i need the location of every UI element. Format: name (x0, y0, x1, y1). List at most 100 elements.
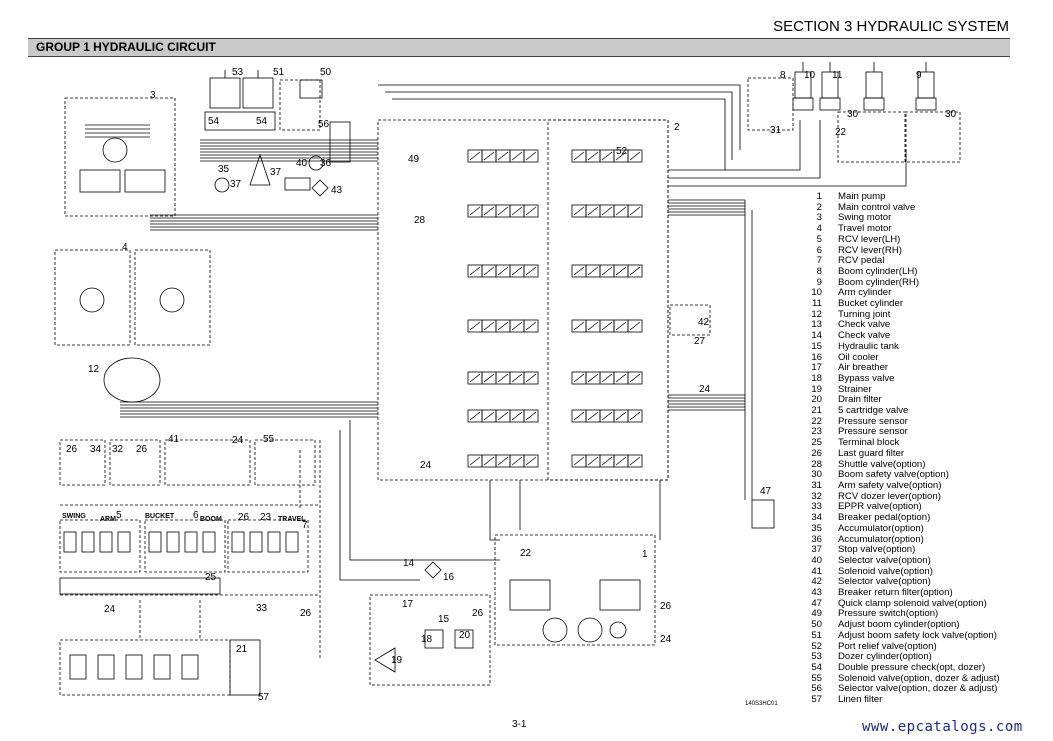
hydraulic-line (587, 456, 599, 466)
hydraulic-line (601, 411, 613, 421)
rcv-valve (184, 531, 198, 553)
legend-number: 26 (811, 447, 822, 459)
travel-motor-left (54, 249, 131, 346)
hydraulic-line (469, 206, 481, 216)
hydraulic-line (629, 206, 641, 216)
component-label: 35 (218, 164, 230, 175)
legend-label: Breaker return filter(option) (838, 587, 953, 599)
hydraulic-line (469, 266, 481, 276)
hydraulic-line (483, 373, 495, 383)
valve-spool-cell (523, 409, 539, 423)
legend-number: 56 (811, 683, 822, 695)
hydraulic-line (483, 411, 495, 421)
component-label: 36 (320, 158, 332, 169)
pump-regulator (509, 579, 551, 611)
hydraulic-line (525, 206, 537, 216)
hydraulic-line (615, 151, 627, 161)
hydraulic-line (629, 151, 641, 161)
legend-number: 23 (811, 426, 822, 438)
legend-label: Travel motor (838, 223, 892, 235)
component-label: 1 (642, 549, 648, 560)
hydraulic-line (497, 266, 509, 276)
function-label: BUCKET (145, 513, 175, 520)
component-label: 53 (232, 67, 244, 78)
cylinder-head (863, 97, 885, 111)
legend-label: Arm safety valve(option) (838, 479, 942, 491)
rcv-valve (202, 531, 216, 553)
component-label: 34 (90, 444, 102, 455)
legend-number: 11 (812, 298, 822, 310)
component-label: 31 (770, 125, 782, 136)
hydraulic-line (601, 373, 613, 383)
hydraulic-line (601, 266, 613, 276)
component-label: 24 (232, 435, 244, 446)
section-title: SECTION 3 HYDRAULIC SYSTEM (773, 18, 1009, 35)
pump-regulator (599, 579, 641, 611)
component-label: 49 (408, 154, 420, 165)
hydraulic-line (483, 456, 495, 466)
legend-number: 25 (811, 437, 822, 449)
component-label: 4 (122, 242, 128, 253)
legend-number: 54 (811, 661, 822, 673)
hydraulic-line (483, 151, 495, 161)
legend-label: RCV dozer lever(option) (838, 490, 941, 502)
component-label: 42 (698, 317, 710, 328)
terminal-block (59, 577, 221, 595)
legend-number: 47 (811, 597, 822, 609)
hydraulic-line (525, 456, 537, 466)
cartridge-valve (69, 654, 87, 680)
component-label: 41 (168, 434, 180, 445)
accumulator-symbol (249, 153, 271, 186)
boom-safety-valve-30-left (837, 111, 907, 163)
hydraulic-line (573, 151, 585, 161)
hydraulic-line (469, 151, 481, 161)
legend-label: Solenoid valve(option, dozer & adjust) (838, 672, 1000, 684)
component-label: 24 (104, 604, 116, 615)
function-label: BOOM (200, 516, 222, 523)
hydraulic-line (489, 480, 500, 541)
legend-number: 32 (811, 490, 822, 502)
hydraulic-line (615, 373, 627, 383)
hydraulic-line (497, 151, 509, 161)
hydraulic-line (469, 411, 481, 421)
component-label: 9 (916, 70, 922, 81)
valve-spool-cell (627, 409, 643, 423)
valve-spool-cell (627, 149, 643, 163)
valve-spool-cell (627, 371, 643, 385)
hydraulic-line (525, 373, 537, 383)
hydraulic-line (525, 151, 537, 161)
group-header-bar: GROUP 1 HYDRAULIC CIRCUIT (28, 38, 1010, 57)
hydraulic-line (525, 321, 537, 331)
adjust-cylinder (299, 79, 323, 99)
cartridge-terminal (229, 639, 261, 696)
legend-label: Check valve (838, 319, 891, 331)
component-label: 2 (674, 122, 680, 133)
component-label: 37 (270, 167, 282, 178)
legend-number: 34 (811, 512, 822, 524)
legend-number: 10 (811, 287, 822, 299)
valve-spool-cell (627, 264, 643, 278)
solenoid-valve-55 (254, 439, 316, 486)
hydraulic-line (573, 266, 585, 276)
drain-filter-20 (454, 629, 474, 649)
component-label: 37 (230, 179, 242, 190)
legend-number: 13 (811, 319, 822, 331)
valve-spool-cell (523, 371, 539, 385)
legend-number: 1 (816, 191, 822, 202)
legend-number: 37 (811, 544, 822, 556)
hydraulic-line (601, 151, 613, 161)
valve-spool-cell (523, 204, 539, 218)
legend-number: 6 (816, 244, 822, 256)
